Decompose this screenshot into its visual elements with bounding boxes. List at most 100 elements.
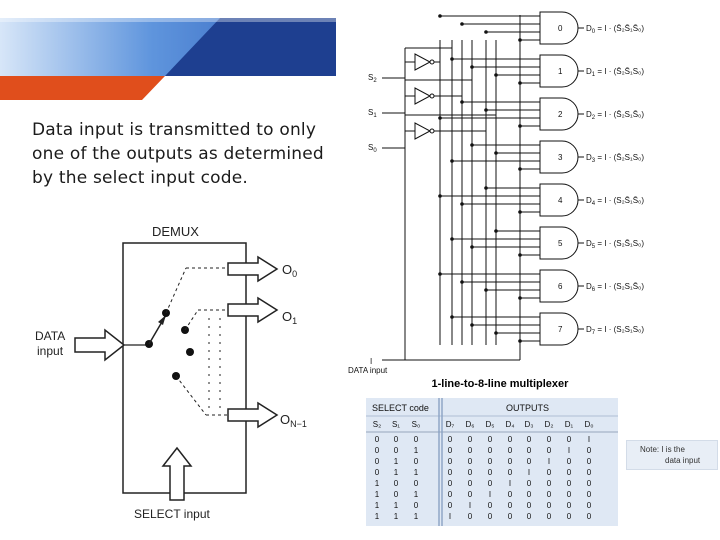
column-header: S₀ xyxy=(412,420,421,429)
demux-diagram: DEMUX DATA input O0 O1 ON−1 SELECT input xyxy=(35,224,307,521)
table-cell: 0 xyxy=(567,479,572,488)
select-s2-label: S2 xyxy=(368,73,377,84)
table-cell: 0 xyxy=(488,446,493,455)
select-s0-label: S0 xyxy=(368,143,377,154)
table-cell: 0 xyxy=(587,512,592,521)
table-cell: 0 xyxy=(394,479,399,488)
data-input-text: DATA input xyxy=(348,366,388,375)
table-cell: 0 xyxy=(468,468,473,477)
output-equation: D1 = I · (S̄₂S̄₁S₀) xyxy=(586,67,644,78)
column-header: D₅ xyxy=(486,420,495,429)
table-cell: I xyxy=(568,446,570,455)
select-input-arrow xyxy=(161,446,193,501)
svg-text:Note: I is the: Note: I is the xyxy=(640,445,685,454)
table-cell: I xyxy=(489,490,491,499)
column-header: D₁ xyxy=(565,420,574,429)
table-cell: 0 xyxy=(448,501,453,510)
table-cell: 0 xyxy=(547,512,552,521)
svg-text:O0: O0 xyxy=(282,262,297,279)
table-cell: 0 xyxy=(508,446,513,455)
table-cell: 0 xyxy=(394,490,399,499)
table-cell: 0 xyxy=(527,490,532,499)
decoder-caption: 1-line-to-8-line multiplexer xyxy=(431,378,569,390)
table-cell: I xyxy=(548,457,550,466)
table-cell: 0 xyxy=(375,446,380,455)
table-cell: 0 xyxy=(547,468,552,477)
table-cell: 0 xyxy=(508,512,513,521)
table-cell: 0 xyxy=(527,446,532,455)
table-cell: 0 xyxy=(508,501,513,510)
table-cell: 0 xyxy=(468,446,473,455)
table-cell: 0 xyxy=(394,446,399,455)
table-cell: 0 xyxy=(488,457,493,466)
table-cell: 0 xyxy=(468,435,473,444)
table-cell: 1 xyxy=(394,512,399,521)
demux-title: DEMUX xyxy=(152,224,199,239)
table-cell: 0 xyxy=(508,457,513,466)
column-header: D₀ xyxy=(584,420,593,429)
table-cell: 0 xyxy=(468,512,473,521)
table-cell: 0 xyxy=(488,501,493,510)
note-text: Note: I is the data input xyxy=(640,445,701,465)
svg-text:O1: O1 xyxy=(282,309,297,326)
output-equation: D7 = I · (S₂S₁S₀) xyxy=(586,325,644,336)
column-header: D₂ xyxy=(545,420,554,429)
table-cell: 0 xyxy=(414,501,419,510)
table-cell: 1 xyxy=(414,468,419,477)
table-cell: 1 xyxy=(394,501,399,510)
table-cell: 0 xyxy=(508,468,513,477)
table-cell: 0 xyxy=(375,457,380,466)
gate-number: 5 xyxy=(558,239,563,248)
inverter-1 xyxy=(414,87,440,105)
table-cell: 0 xyxy=(375,468,380,477)
table-cell: 0 xyxy=(587,501,592,510)
table-cell: 0 xyxy=(488,468,493,477)
column-header: D₆ xyxy=(465,420,474,429)
table-cell: I xyxy=(449,512,451,521)
table-cell: 1 xyxy=(375,490,380,499)
table-cell: 1 xyxy=(375,479,380,488)
table-cell: I xyxy=(469,501,471,510)
output-arrow-0 xyxy=(227,255,279,283)
table-cell: 0 xyxy=(468,457,473,466)
table-cell: 1 xyxy=(394,468,399,477)
description-text: Data input is transmitted to only one of… xyxy=(32,120,324,188)
inverter-0 xyxy=(414,53,440,71)
output-sub-1: 1 xyxy=(292,316,297,326)
select-code-header: SELECT code xyxy=(372,403,429,413)
contact-2 xyxy=(186,348,194,356)
table-cell: 0 xyxy=(587,468,592,477)
table-cell: 0 xyxy=(567,501,572,510)
svg-text:ON−1: ON−1 xyxy=(280,412,307,429)
table-cell: 0 xyxy=(394,435,399,444)
svg-text:data input: data input xyxy=(665,456,701,465)
output-arrow-1 xyxy=(227,296,279,324)
table-cell: 0 xyxy=(414,435,419,444)
table-cell: 0 xyxy=(448,435,453,444)
and-gate-1: 1 D1 = I · (S̄₂S̄₁S₀) xyxy=(450,54,644,88)
table-cell: 0 xyxy=(527,457,532,466)
table-cell: 0 xyxy=(375,435,380,444)
data-input-symbol: I xyxy=(370,357,372,366)
demux-box xyxy=(122,242,247,494)
table-cell: 1 xyxy=(375,512,380,521)
gate-number: 1 xyxy=(558,67,563,76)
table-cell: 0 xyxy=(587,490,592,499)
table-cell: 0 xyxy=(448,468,453,477)
table-cell: 0 xyxy=(488,479,493,488)
table-cell: 0 xyxy=(448,457,453,466)
gate-number: 6 xyxy=(558,282,563,291)
select-input-label: SELECT input xyxy=(134,507,210,521)
select-s1-label: S1 xyxy=(368,108,377,119)
table-cell: 1 xyxy=(414,446,419,455)
table-cell: 0 xyxy=(448,490,453,499)
table-cell: 0 xyxy=(547,446,552,455)
